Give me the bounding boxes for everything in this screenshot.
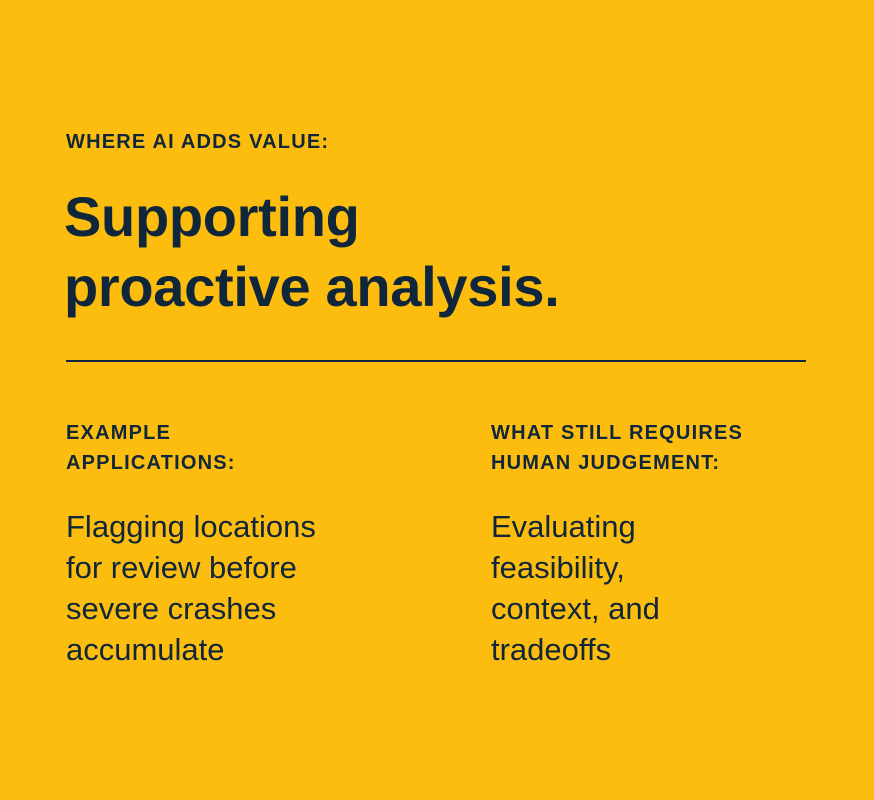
heading-line: EXAMPLE [66,422,172,444]
body-line: feasibility, [491,550,625,585]
eyebrow-label: WHERE AI ADDS VALUE: [66,131,330,153]
heading-line: WHAT STILL REQUIRES [491,422,744,444]
section-divider [66,360,806,362]
body-line: for review before [66,550,297,585]
example-applications-text: Flagging locations for review before sev… [66,506,406,670]
page-title: Supporting proactive analysis. [64,182,804,322]
human-judgement-text: Evaluating feasibility, context, and tra… [491,506,831,670]
title-line-2: proactive analysis. [64,255,560,318]
human-judgement-heading: WHAT STILL REQUIRES HUMAN JUDGEMENT: [491,418,831,478]
body-line: Evaluating [491,509,636,544]
body-line: accumulate [66,632,225,667]
body-line: tradeoffs [491,632,612,667]
human-judgement-column: WHAT STILL REQUIRES HUMAN JUDGEMENT: Eva… [491,418,831,670]
title-line-1: Supporting [64,185,360,248]
heading-line: APPLICATIONS: [66,452,236,474]
body-line: severe crashes [66,591,277,626]
example-applications-heading: EXAMPLE APPLICATIONS: [66,418,406,478]
body-line: context, and [491,591,660,626]
heading-line: HUMAN JUDGEMENT: [491,452,721,474]
example-applications-column: EXAMPLE APPLICATIONS: Flagging locations… [66,418,406,670]
body-line: Flagging locations [66,509,316,544]
